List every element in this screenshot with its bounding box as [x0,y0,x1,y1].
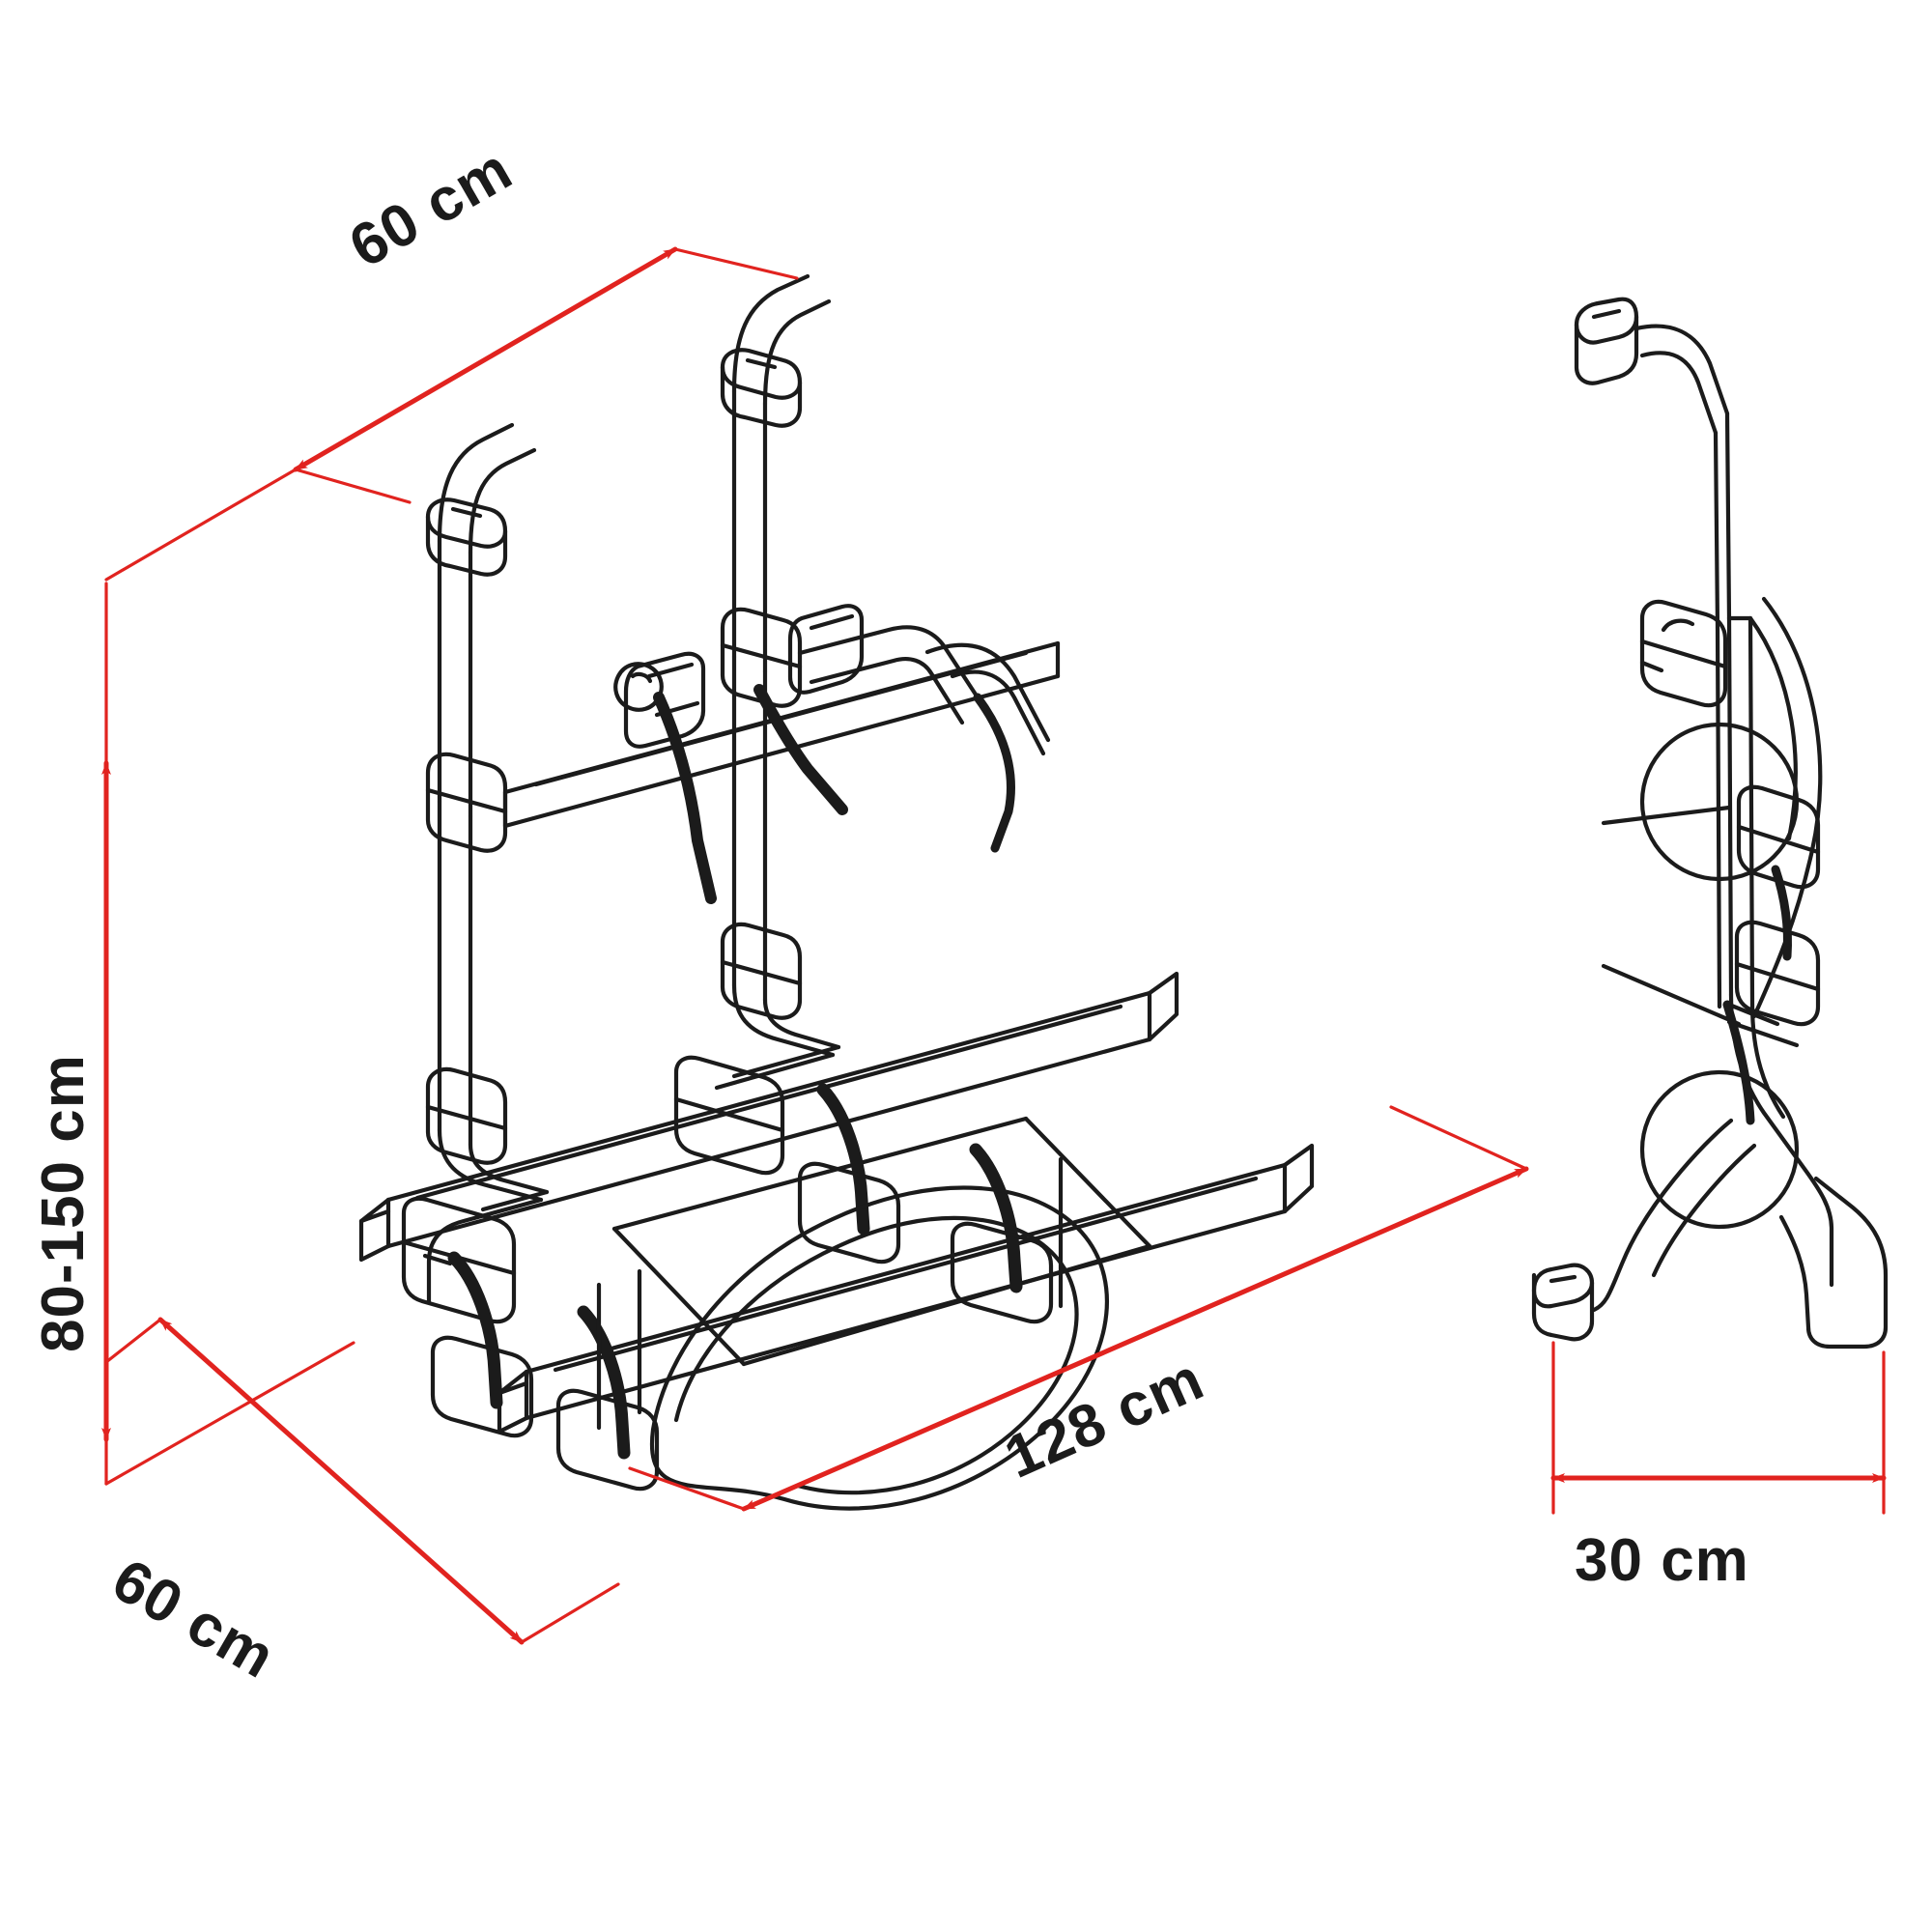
dim-depth-bottom [104,1317,620,1645]
dim-depth-top [104,246,799,582]
dimension-lines [101,246,1887,1645]
side-view-drawing [1531,297,1889,1350]
dim-width [628,1105,1529,1512]
dimension-label-side-depth: 30 cm [1575,1527,1749,1594]
dimension-label-height-range: 80-150 cm [30,1054,97,1352]
dim-height-range [101,582,355,1486]
dim-side-depth [1550,1341,1887,1515]
